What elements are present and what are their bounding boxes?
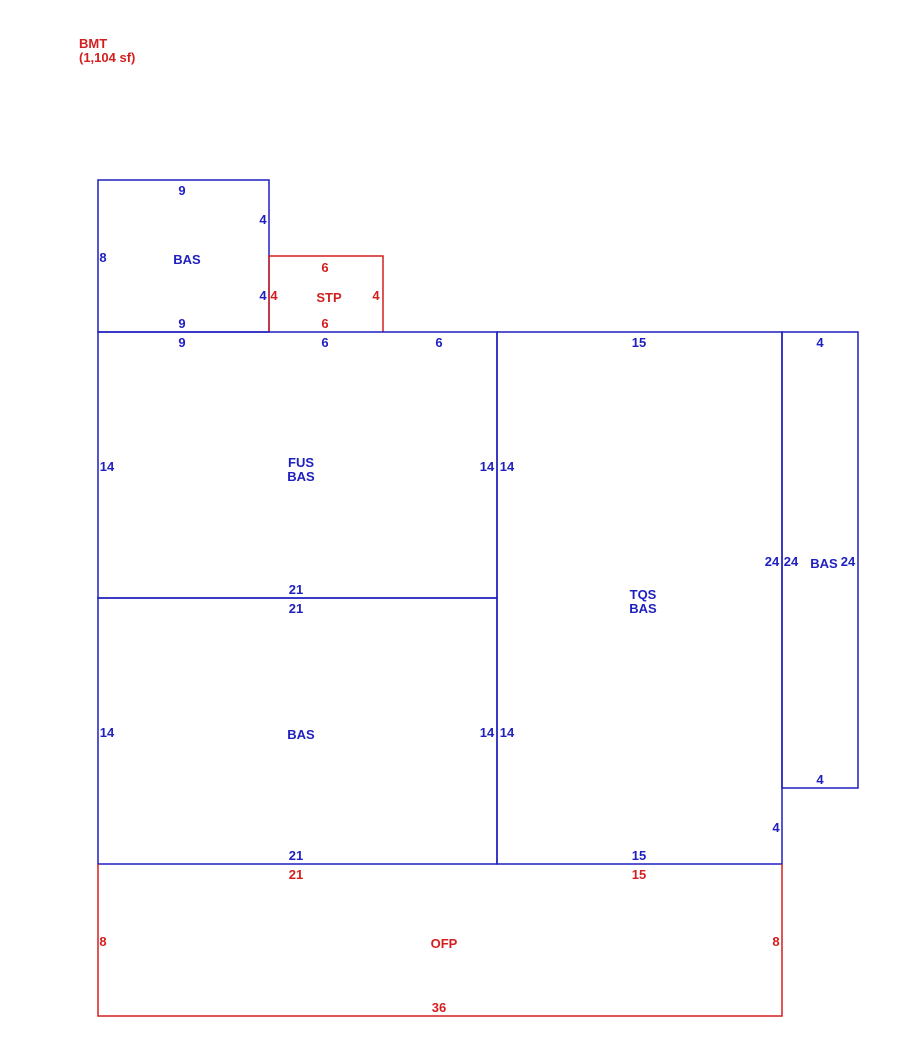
dim-lower-top: 21 <box>289 601 303 616</box>
dim-upper-left: 14 <box>100 459 115 474</box>
dim-small-right-lower: 4 <box>259 288 267 303</box>
dim-upper-bottom: 21 <box>289 582 303 597</box>
dim-upper-top-left: 9 <box>178 335 185 350</box>
area-label: (1,104 sf) <box>79 50 135 65</box>
dim-stp-top: 6 <box>321 260 328 275</box>
dim-small-bottom: 9 <box>178 316 185 331</box>
dim-tqs-bottom: 15 <box>632 848 646 863</box>
dim-ofp-top-left: 21 <box>289 867 303 882</box>
dim-upper-top-right: 6 <box>435 335 442 350</box>
dim-stp-right: 4 <box>372 288 380 303</box>
dim-right-bottom: 4 <box>816 772 824 787</box>
dim-ofp-top-right: 15 <box>632 867 646 882</box>
tqs-bas-label: BAS <box>629 601 657 616</box>
level-label: BMT <box>79 36 107 51</box>
ofp-label: OFP <box>431 936 458 951</box>
ofp-outline <box>97 864 783 1017</box>
dim-tqs-left-upper: 14 <box>500 459 515 474</box>
dim-lower-bottom: 21 <box>289 848 303 863</box>
dim-tqs-top: 15 <box>632 335 646 350</box>
fus-label: FUS <box>288 455 314 470</box>
dim-right-right: 24 <box>841 554 856 569</box>
dim-stp-bottom: 6 <box>321 316 328 331</box>
dim-lower-right: 14 <box>480 725 495 740</box>
dim-tqs-right: 24 <box>765 554 780 569</box>
tqs-label: TQS <box>630 587 657 602</box>
dim-ofp-left: 8 <box>99 934 106 949</box>
dim-tqs-left-lower: 14 <box>500 725 515 740</box>
dim-small-left: 8 <box>99 250 106 265</box>
dim-stp-left: 4 <box>270 288 278 303</box>
dim-ofp-right: 8 <box>772 934 779 949</box>
dim-right-left: 24 <box>784 554 799 569</box>
dim-upper-top-mid: 6 <box>321 335 328 350</box>
dim-small-top: 9 <box>178 183 185 198</box>
bas-right-label: BAS <box>810 556 838 571</box>
dim-ofp-bottom: 36 <box>432 1000 446 1015</box>
dim-lower-left: 14 <box>100 725 115 740</box>
stp-outline <box>268 255 384 332</box>
dim-right-top: 4 <box>816 335 824 350</box>
dim-small-right-upper: 4 <box>259 212 267 227</box>
dim-tqs-corner: 4 <box>772 820 780 835</box>
fus-bas-label: BAS <box>287 469 315 484</box>
bas-small-label: BAS <box>173 252 201 267</box>
bas-right-outline <box>781 331 859 789</box>
stp-label: STP <box>316 290 342 305</box>
dim-upper-right: 14 <box>480 459 495 474</box>
bas-lower-label: BAS <box>287 727 315 742</box>
